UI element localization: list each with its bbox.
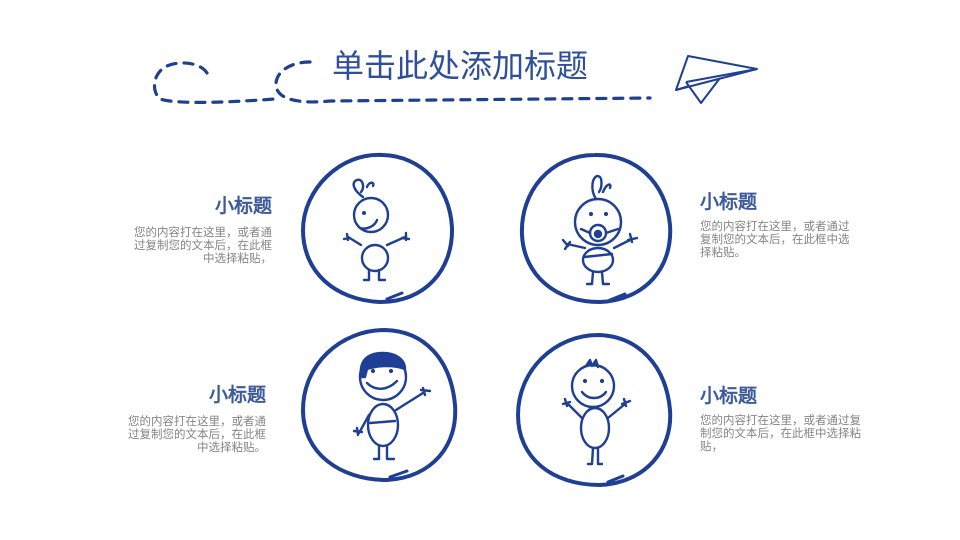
item-body[interactable]: 您的内容打在这里，或者通过 复制您的文本后，在此框中选 择粘贴。 xyxy=(700,220,875,259)
body-line: 制您的文本后，在此框中选择粘 xyxy=(700,426,861,440)
body-line: 贴， xyxy=(700,439,723,453)
body-line: 您的内容打在这里，或者通 xyxy=(128,414,266,428)
item-top-left: 小标题 您的内容打在这里，或者通 过复制您的文本后，在此框 中选择粘贴， xyxy=(108,194,272,265)
paper-plane-icon xyxy=(675,55,758,104)
body-line: 择粘贴。 xyxy=(700,245,746,259)
stick-figure-curl-hair-icon[interactable] xyxy=(295,150,465,310)
item-body[interactable]: 您的内容打在这里，或者通过复 制您的文本后，在此框中选择粘 贴， xyxy=(700,414,880,453)
item-subtitle[interactable]: 小标题 xyxy=(208,384,266,406)
item-body[interactable]: 您的内容打在这里，或者通 过复制您的文本后，在此框 中选择粘贴。 xyxy=(100,415,266,454)
slide-title[interactable]: 单击此处添加标题 xyxy=(331,47,588,85)
item-subtitle[interactable]: 小标题 xyxy=(700,385,758,407)
item-bottom-right: 小标题 您的内容打在这里，或者通过复 制您的文本后，在此框中选择粘 贴， xyxy=(700,384,880,453)
stick-figure-waving-boy-icon[interactable] xyxy=(295,325,465,495)
body-line: 复制您的文本后，在此框中选 xyxy=(700,232,850,246)
stick-figure-pacifier-baby-icon[interactable] xyxy=(510,150,680,310)
item-top-right: 小标题 您的内容打在这里，或者通过 复制您的文本后，在此框中选 择粘贴。 xyxy=(700,190,875,259)
body-line: 您的内容打在这里，或者通过 xyxy=(700,219,850,233)
body-line: 过复制您的文本后，在此框 xyxy=(134,238,272,252)
body-line: 您的内容打在这里，或者通过复 xyxy=(700,413,861,427)
stick-figure-cheering-kid-icon[interactable] xyxy=(510,330,680,495)
item-subtitle[interactable]: 小标题 xyxy=(214,195,272,217)
body-line: 您的内容打在这里，或者通 xyxy=(134,225,272,239)
body-line: 中选择粘贴。 xyxy=(197,440,266,454)
item-body[interactable]: 您的内容打在这里，或者通 过复制您的文本后，在此框 中选择粘贴， xyxy=(108,226,272,265)
body-line: 中选择粘贴， xyxy=(203,251,272,265)
item-subtitle[interactable]: 小标题 xyxy=(700,191,758,213)
item-bottom-left: 小标题 您的内容打在这里，或者通 过复制您的文本后，在此框 中选择粘贴。 xyxy=(100,383,266,454)
body-line: 过复制您的文本后，在此框 xyxy=(128,427,266,441)
